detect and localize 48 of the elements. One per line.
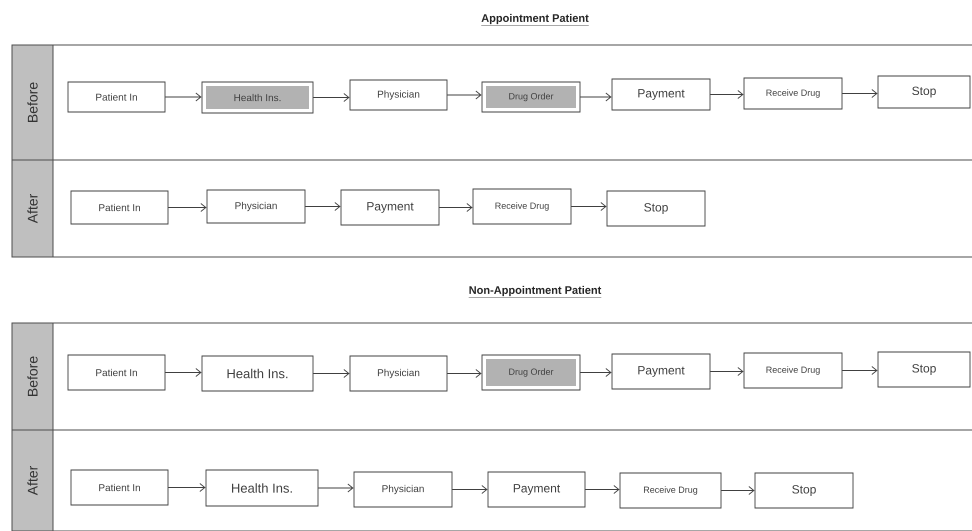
arrow	[318, 484, 354, 492]
arrow	[580, 368, 612, 377]
process-box: Payment	[488, 472, 586, 508]
process-box: Stop	[606, 190, 706, 226]
process-box: Health Ins.	[202, 356, 314, 392]
section-heading: Appointment Patient	[481, 14, 589, 26]
arrow	[585, 485, 620, 494]
process-box: Receive Drug	[744, 352, 842, 388]
process-box: Patient In	[68, 354, 166, 390]
process-box: Payment	[612, 354, 710, 390]
process-box: Payment	[612, 78, 710, 110]
arrow	[710, 90, 744, 99]
process-box: Patient In	[68, 82, 166, 112]
arrow	[842, 366, 878, 375]
arrow	[447, 369, 482, 378]
process-box: Physician	[354, 472, 452, 508]
process-box: Patient In	[70, 190, 168, 224]
process-box: Patient In	[70, 470, 168, 506]
arrow	[721, 486, 755, 495]
process-box: Drug Order	[482, 82, 580, 112]
arrow	[168, 483, 206, 492]
arrow	[571, 202, 607, 211]
arrow	[447, 90, 482, 100]
process-box: Stop	[878, 76, 970, 108]
process-box: Physician	[350, 80, 448, 110]
process-box: Health Ins.	[202, 82, 314, 114]
section-heading: Non-Appointment Patient	[468, 286, 602, 298]
process-box: Physician	[206, 190, 306, 224]
arrow	[165, 92, 202, 102]
arrow	[452, 485, 488, 494]
process-box: Stop	[754, 472, 854, 508]
process-box: Stop	[878, 352, 970, 388]
process-box: Receive Drug	[472, 188, 572, 224]
arrow	[313, 369, 350, 378]
arrow	[439, 203, 473, 212]
process-box: Receive Drug	[744, 78, 842, 110]
arrow	[305, 202, 341, 211]
arrow	[313, 93, 350, 102]
arrow	[710, 367, 744, 376]
process-box: Physician	[350, 356, 448, 392]
arrow	[842, 89, 878, 98]
process-box: Drug Order	[482, 354, 580, 390]
process-box: Health Ins.	[206, 470, 318, 506]
arrow	[168, 203, 207, 212]
process-box: Payment	[340, 190, 440, 226]
arrow	[165, 368, 202, 377]
process-box: Receive Drug	[620, 472, 722, 508]
arrow	[580, 92, 612, 102]
